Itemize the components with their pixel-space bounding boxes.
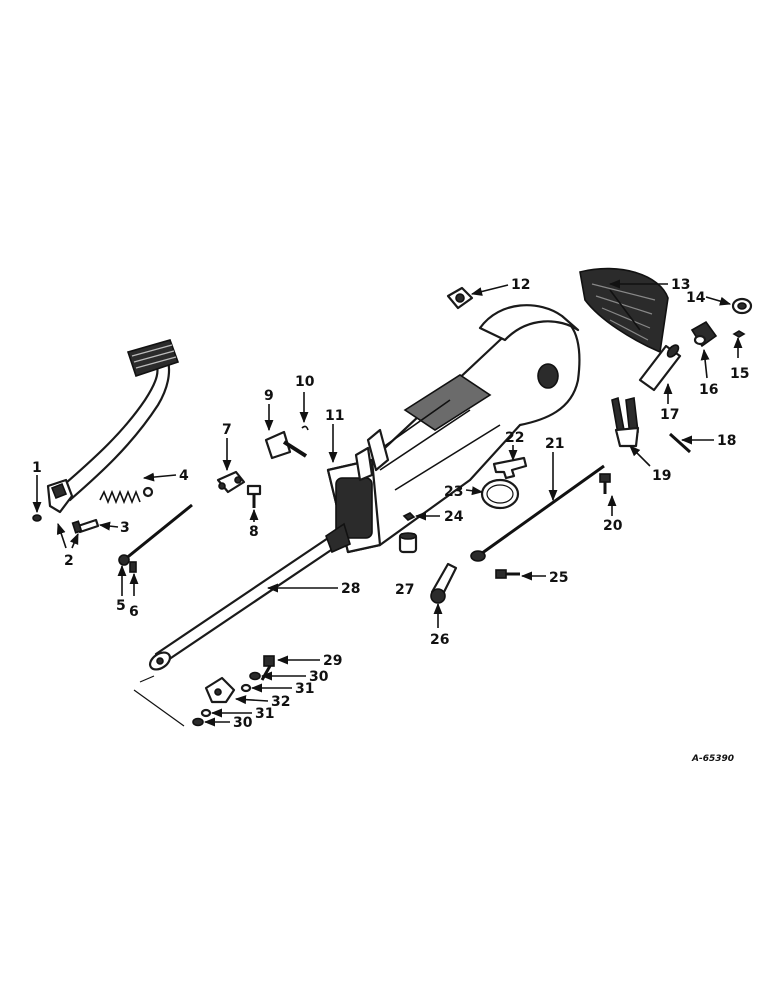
part-21-shift-rod [470, 464, 605, 562]
part-17-sleeve [638, 344, 682, 392]
callout-8: 8 [249, 524, 259, 540]
callout-3: 3 [120, 520, 130, 536]
reference-code: A-65390 [691, 754, 734, 764]
callout-7: 7 [222, 422, 232, 438]
part-13-cover [579, 267, 669, 354]
callout-20: 20 [603, 518, 623, 534]
part-3-bolt [71, 518, 100, 534]
transmission-case [326, 304, 581, 554]
callout-labels: 1 2 3 4 5 6 7 8 9 10 11 12 13 14 15 16 1… [32, 277, 749, 731]
part-22-bracket [492, 456, 528, 480]
callout-12: 12 [511, 277, 530, 293]
callout-14: 14 [686, 290, 706, 306]
callout-10: 10 [295, 374, 315, 390]
callout-18: 18 [717, 433, 736, 449]
callout-30-lower: 30 [233, 715, 253, 731]
part-20-bolt [599, 473, 611, 494]
part-16-nut [690, 320, 718, 348]
part-18-pin [668, 432, 692, 454]
callout-16: 16 [699, 382, 718, 398]
part-24-plug [402, 512, 416, 521]
part-32-plate [204, 676, 236, 704]
part-31-washer-lower [200, 708, 212, 718]
part-30-washer-lower [192, 717, 204, 727]
part-30-washer-upper [249, 671, 261, 681]
callout-13: 13 [671, 277, 690, 293]
part-15-washer [732, 330, 746, 338]
callout-5: 5 [116, 598, 126, 614]
callout-22: 22 [505, 430, 524, 446]
part-8-bolt [246, 484, 262, 508]
callout-4: 4 [179, 468, 189, 484]
callout-23: 23 [444, 484, 463, 500]
callout-27: 27 [395, 582, 414, 598]
callout-32: 32 [271, 694, 290, 710]
callout-11: 11 [325, 408, 344, 424]
callout-31-lower: 31 [255, 706, 274, 722]
part-19-shift-fork [611, 396, 640, 448]
part-27-bushing [398, 532, 418, 554]
part-23-plate [480, 478, 520, 510]
callout-24: 24 [444, 509, 464, 525]
part-4-spring [99, 486, 154, 505]
callout-26: 26 [430, 632, 449, 648]
part-9-lever [264, 430, 308, 460]
callout-21: 21 [545, 436, 564, 452]
callout-leaders [32, 279, 743, 727]
part-31-washer-upper [240, 683, 252, 693]
callout-29: 29 [323, 653, 342, 669]
callout-9: 9 [264, 388, 274, 404]
callout-1: 1 [32, 460, 42, 476]
callout-28: 28 [341, 581, 360, 597]
callout-6: 6 [129, 604, 139, 620]
callout-30-upper: 30 [309, 669, 329, 685]
part-25-bolt [495, 569, 520, 579]
callout-2: 2 [64, 553, 74, 569]
alignment-line [133, 675, 185, 727]
callout-19: 19 [652, 468, 671, 484]
part-26-lever [430, 562, 458, 604]
clutch-pedal [46, 339, 180, 514]
callout-15: 15 [730, 366, 749, 382]
part-1-pin [32, 514, 42, 522]
part-10-cotter-pin [301, 425, 309, 431]
part-7-bracket [216, 470, 246, 494]
part-28-shaft [148, 522, 351, 671]
callout-25: 25 [549, 570, 568, 586]
callout-31-upper: 31 [295, 681, 314, 697]
part-12-cap [446, 286, 474, 310]
clutch-rod [118, 503, 193, 573]
callout-17: 17 [660, 407, 679, 423]
